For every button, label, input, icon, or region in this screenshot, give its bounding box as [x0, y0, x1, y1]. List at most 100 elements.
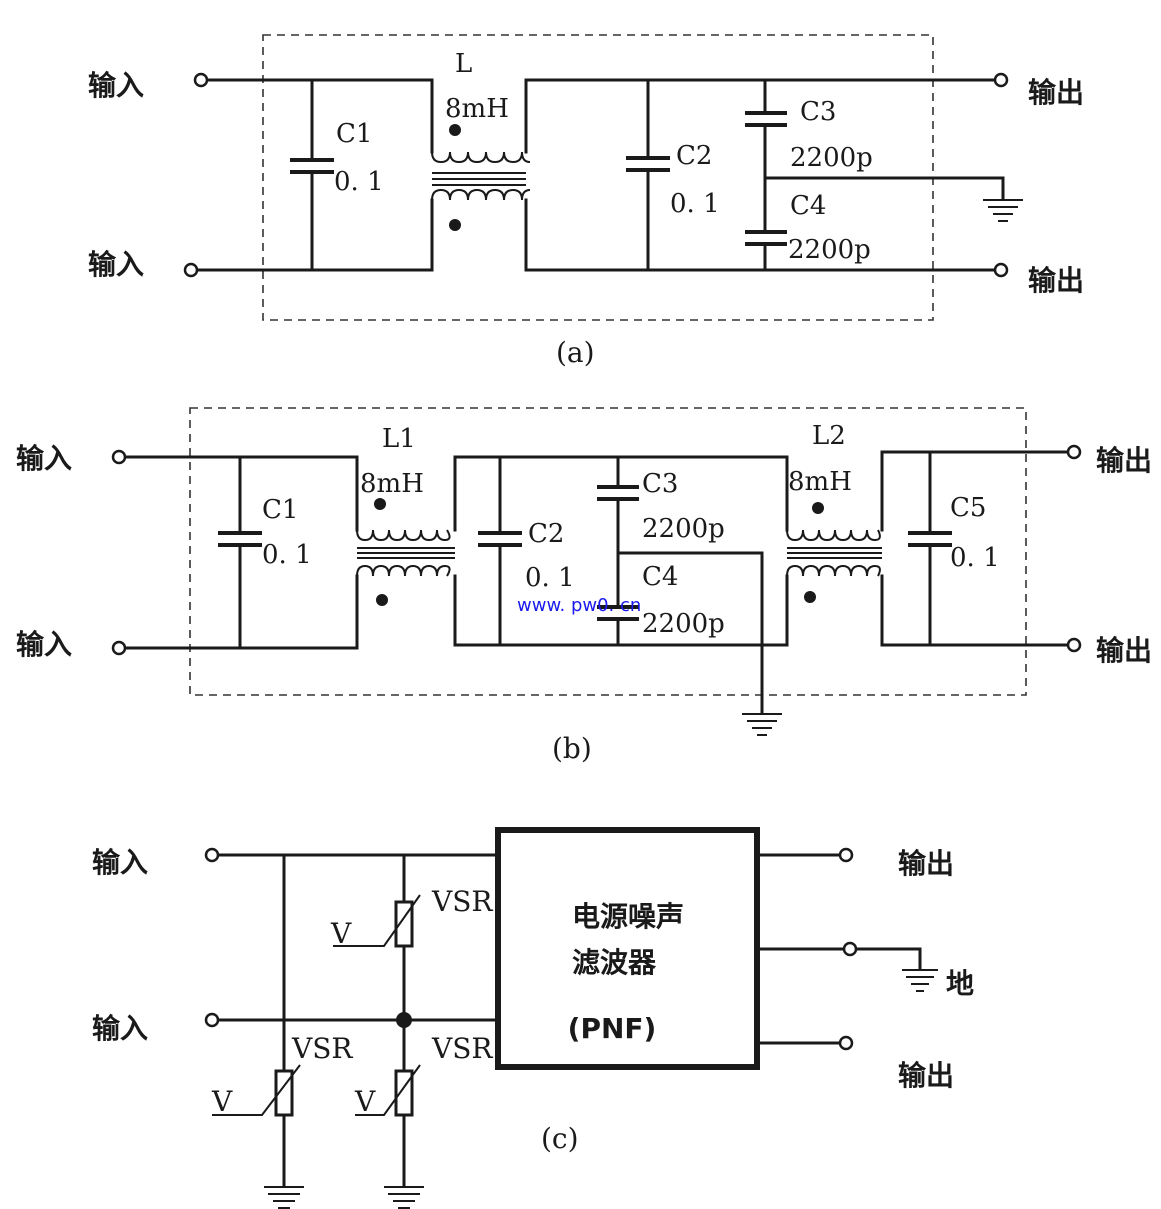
- output-label: 输出: [1028, 76, 1084, 109]
- inductor-l1-core: [357, 547, 455, 559]
- varistor-vsr: [394, 1069, 414, 1117]
- input-label: 输入: [92, 1012, 148, 1045]
- input-terminal: [183, 262, 199, 278]
- ground-icon: [983, 199, 1023, 222]
- inductor-l-core: [432, 172, 526, 186]
- output-label: 输出: [1096, 444, 1152, 477]
- polarity-dot: [374, 498, 386, 510]
- capacitor-c1: [218, 531, 262, 547]
- caption: (a): [556, 336, 595, 369]
- inductor-l1-bottom-coil: [356, 564, 451, 577]
- circuit-c: 电源噪声 滤波器 (PNF) 输入 输入 输出 输出 地 VSR V VSR V…: [92, 827, 974, 1209]
- capacitor-c4: [745, 230, 787, 246]
- inductor-l2-core: [787, 547, 882, 559]
- input-label: 输入: [88, 248, 144, 281]
- input-label: 输入: [92, 846, 148, 879]
- varistor-label: VSR: [431, 1032, 493, 1065]
- capacitor-label: C1: [336, 119, 372, 149]
- output-label: 输出: [1096, 634, 1152, 667]
- ground-icon: [902, 969, 938, 992]
- inductor-label: L1: [382, 424, 416, 454]
- watermark: www. pw0. cn: [517, 595, 641, 616]
- capacitor-value: 0. 1: [950, 543, 1000, 573]
- output-terminal: [838, 847, 854, 863]
- input-label: 输入: [16, 442, 72, 475]
- ground-icon: [264, 1186, 304, 1209]
- capacitor-c2: [478, 531, 522, 547]
- circuit-b: 输入 输入 输出 输出 L1 8mH L2 8mH C1 0. 1 C2 0. …: [16, 407, 1152, 765]
- varistor-arrow: [212, 1064, 301, 1116]
- output-terminal: [993, 72, 1009, 88]
- box-subtitle: (PNF): [568, 1012, 657, 1045]
- output-terminal: [838, 1035, 854, 1051]
- capacitor-label: C2: [528, 519, 564, 549]
- capacitor-label: C1: [262, 495, 298, 525]
- inductor-label: L: [455, 49, 472, 79]
- input-terminal: [204, 847, 220, 863]
- output-label: 输出: [898, 847, 954, 880]
- inductor-l2-bottom-coil: [786, 564, 881, 577]
- voltage-label: V: [330, 917, 352, 950]
- voltage-label: V: [211, 1085, 233, 1118]
- varistor-vsr: [394, 900, 414, 948]
- box-title: 滤波器: [572, 946, 657, 979]
- capacitor-value: 0. 1: [670, 189, 720, 219]
- output-terminal: [1066, 444, 1082, 460]
- capacitor-label: C4: [642, 562, 678, 592]
- capacitor-value: 0. 1: [334, 167, 384, 197]
- capacitor-c1: [290, 158, 334, 174]
- polarity-dot: [812, 502, 824, 514]
- inductor-value: 8mH: [445, 94, 509, 124]
- inductor-l2-top-coil: [786, 529, 881, 542]
- output-terminal: [993, 262, 1009, 278]
- varistor-arrow: [333, 894, 421, 947]
- capacitor-c3: [597, 485, 639, 501]
- input-label: 输入: [16, 628, 72, 661]
- varistor-label: VSR: [291, 1032, 353, 1065]
- caption: (c): [541, 1122, 579, 1155]
- capacitor-c3: [745, 111, 787, 127]
- capacitor-label: C2: [676, 141, 712, 171]
- inductor-l1-top-coil: [356, 529, 451, 542]
- filter-boundary-b: [189, 407, 1027, 696]
- capacitor-c2: [626, 156, 670, 172]
- inductor-l-bottom-coil: [431, 188, 531, 201]
- input-terminal: [111, 640, 127, 656]
- ground-label: 地: [946, 967, 974, 1000]
- capacitor-value: 0. 1: [262, 540, 312, 570]
- ground-icon: [384, 1186, 424, 1209]
- pnf-filter-block: [495, 827, 760, 1070]
- capacitor-label: C4: [790, 191, 826, 221]
- capacitor-value: 2200p: [642, 514, 725, 544]
- capacitor-value: 2200p: [642, 609, 725, 639]
- capacitor-value: 0. 1: [525, 563, 575, 593]
- polarity-dot: [804, 591, 816, 603]
- ground-terminal: [842, 941, 858, 957]
- voltage-label: V: [354, 1085, 376, 1118]
- caption: (b): [552, 732, 592, 765]
- inductor-l-top-coil: [431, 151, 531, 164]
- circuit-a: 输入 输入 输出 输出 L 8mH C1 0. 1 C2 0. 1 C3 220…: [88, 34, 1084, 369]
- capacitor-value: 2200p: [788, 235, 871, 265]
- capacitor-label: C5: [950, 493, 986, 523]
- input-terminal: [111, 449, 127, 465]
- inductor-value: 8mH: [360, 469, 424, 499]
- input-label: 输入: [88, 69, 144, 102]
- capacitor-c5: [908, 531, 952, 547]
- polarity-dot: [449, 219, 461, 231]
- capacitor-label: C3: [642, 469, 678, 499]
- polarity-dot: [376, 594, 388, 606]
- varistor-vsr: [274, 1069, 294, 1117]
- polarity-dot: [449, 124, 461, 136]
- output-label: 输出: [1028, 264, 1084, 297]
- inductor-value: 8mH: [788, 467, 852, 497]
- input-terminal: [193, 72, 209, 88]
- varistor-label: VSR: [431, 885, 493, 918]
- varistor-arrow: [355, 1064, 421, 1116]
- input-terminal: [204, 1012, 220, 1028]
- output-label: 输出: [898, 1059, 954, 1092]
- box-title: 电源噪声: [572, 900, 684, 933]
- capacitor-c4: [597, 605, 639, 621]
- inductor-label: L2: [812, 421, 846, 451]
